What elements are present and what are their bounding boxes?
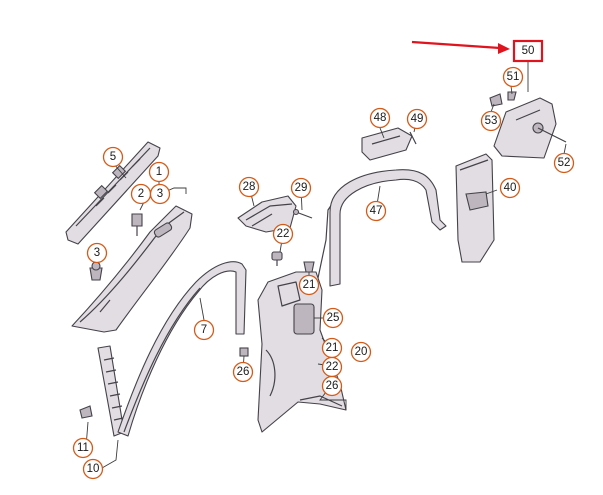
callout-47: 47 — [365, 200, 387, 222]
svg-text:26: 26 — [237, 366, 250, 378]
part-5-trim-strip — [65, 141, 161, 245]
part-47-c-pillar-arch — [329, 169, 447, 287]
callout-26-right: 26 — [321, 375, 343, 397]
callout-7: 7 — [193, 319, 215, 341]
callout-22-upper: 22 — [272, 223, 294, 245]
svg-text:26: 26 — [326, 380, 339, 392]
svg-text:2: 2 — [138, 188, 144, 200]
callout-49: 49 — [406, 108, 428, 130]
callout-21-upper: 21 — [298, 274, 320, 296]
callout-3-lower: 3 — [86, 242, 108, 264]
svg-text:40: 40 — [504, 182, 517, 194]
callout-11: 11 — [72, 437, 94, 459]
svg-text:21: 21 — [303, 279, 316, 291]
svg-text:7: 7 — [201, 324, 207, 336]
callout-21-lower: 21 — [321, 337, 343, 359]
callout-40: 40 — [499, 177, 521, 199]
part-28-bracket — [237, 195, 297, 233]
svg-text:3: 3 — [94, 247, 100, 259]
part-1-a-pillar-trim — [71, 205, 193, 333]
svg-text:11: 11 — [77, 442, 89, 454]
part-22-clip — [271, 251, 283, 266]
part-51-clip — [507, 91, 517, 101]
part-53-clip — [489, 93, 503, 107]
svg-text:48: 48 — [374, 112, 387, 124]
svg-text:22: 22 — [326, 361, 339, 373]
svg-text:49: 49 — [411, 113, 424, 125]
svg-text:5: 5 — [110, 151, 116, 163]
svg-text:3: 3 — [157, 188, 163, 200]
callout-51: 51 — [502, 66, 524, 88]
svg-text:20: 20 — [355, 346, 368, 358]
part-29-screw — [292, 208, 313, 219]
svg-text:51: 51 — [507, 71, 520, 83]
part-21-clip — [303, 261, 315, 273]
callout-5: 5 — [102, 146, 124, 168]
svg-text:22: 22 — [277, 228, 290, 240]
part-49-screw — [409, 131, 417, 145]
part-40-c-pillar-panel — [455, 153, 495, 263]
callout-26-left: 26 — [232, 361, 254, 383]
svg-text:50: 50 — [522, 45, 535, 57]
callout-50-highlighted: 50 — [512, 39, 544, 63]
part-10-sill-strip — [79, 345, 125, 437]
svg-text:53: 53 — [485, 115, 498, 127]
callout-20: 20 — [350, 341, 372, 363]
part-3-clip — [89, 261, 103, 281]
part-2-clip — [131, 213, 143, 236]
callout-29: 29 — [290, 177, 312, 199]
part-7-roof-strip — [117, 261, 247, 437]
svg-text:28: 28 — [243, 181, 256, 193]
callout-48: 48 — [369, 107, 391, 129]
part-50-d-pillar-block — [493, 97, 567, 159]
svg-text:10: 10 — [87, 463, 100, 475]
part-26-clip — [239, 347, 249, 357]
callout-53: 53 — [480, 110, 502, 132]
callout-22-lower: 22 — [321, 356, 343, 378]
highlight-arrow — [411, 40, 510, 54]
callout-10: 10 — [82, 458, 104, 480]
svg-text:52: 52 — [558, 157, 571, 169]
callout-28: 28 — [238, 176, 260, 198]
svg-text:29: 29 — [295, 182, 308, 194]
callout-2: 2 — [130, 183, 152, 205]
svg-text:25: 25 — [327, 312, 340, 324]
part-48-lamp — [361, 127, 413, 161]
callout-25: 25 — [322, 307, 344, 329]
callout-52: 52 — [553, 152, 575, 174]
svg-text:47: 47 — [370, 205, 383, 217]
callout-3-upper: 3 — [149, 183, 171, 205]
svg-text:21: 21 — [326, 342, 339, 354]
callout-1: 1 — [148, 161, 170, 183]
svg-text:1: 1 — [156, 166, 162, 178]
